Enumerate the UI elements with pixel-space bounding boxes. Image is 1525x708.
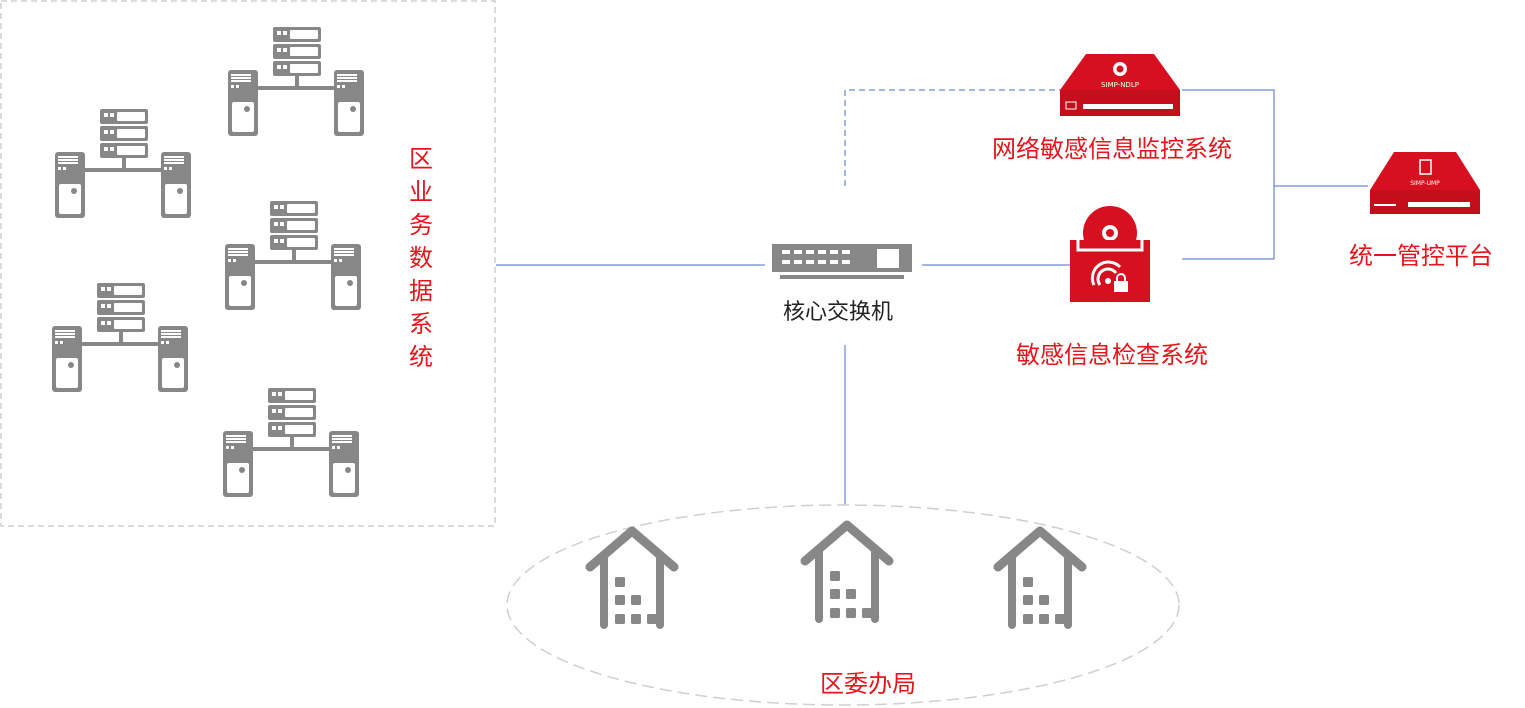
business-zone-label: 区业务数据系统 xyxy=(409,145,433,371)
inspection-system-label: 敏感信息检查系统 xyxy=(1016,341,1208,369)
core-switch-label: 核心交换机 xyxy=(783,300,894,325)
monitor-appliance-icon: SIMP-NDLP xyxy=(1060,54,1180,116)
management-platform-label: 统一管控平台 xyxy=(1349,242,1493,270)
monitor-system-label: 网络敏感信息监控系统 xyxy=(992,135,1232,163)
office-building-icon xyxy=(582,525,682,633)
business-zone-outline xyxy=(0,0,496,527)
server-cluster-icon xyxy=(52,283,188,392)
inspection-system-icon xyxy=(1070,206,1150,302)
link-systems-bracket xyxy=(1182,89,1275,260)
server-cluster-icon xyxy=(225,201,361,310)
server-cluster-icon xyxy=(223,388,359,497)
offices-zone-outline xyxy=(506,504,1180,706)
office-building-icon xyxy=(990,525,1090,633)
monitor-device-text: SIMP-NDLP xyxy=(1101,81,1139,89)
offices-label: 区委办局 xyxy=(820,670,916,698)
core-switch-icon xyxy=(772,244,912,279)
link-switch-to-monitor-dashed xyxy=(844,89,1060,186)
management-appliance-icon: SIMP-UMP xyxy=(1370,152,1480,214)
server-cluster-icon xyxy=(55,109,191,218)
office-building-icon xyxy=(797,519,897,627)
management-device-text: SIMP-UMP xyxy=(1410,180,1440,187)
server-cluster-icon xyxy=(228,27,364,136)
